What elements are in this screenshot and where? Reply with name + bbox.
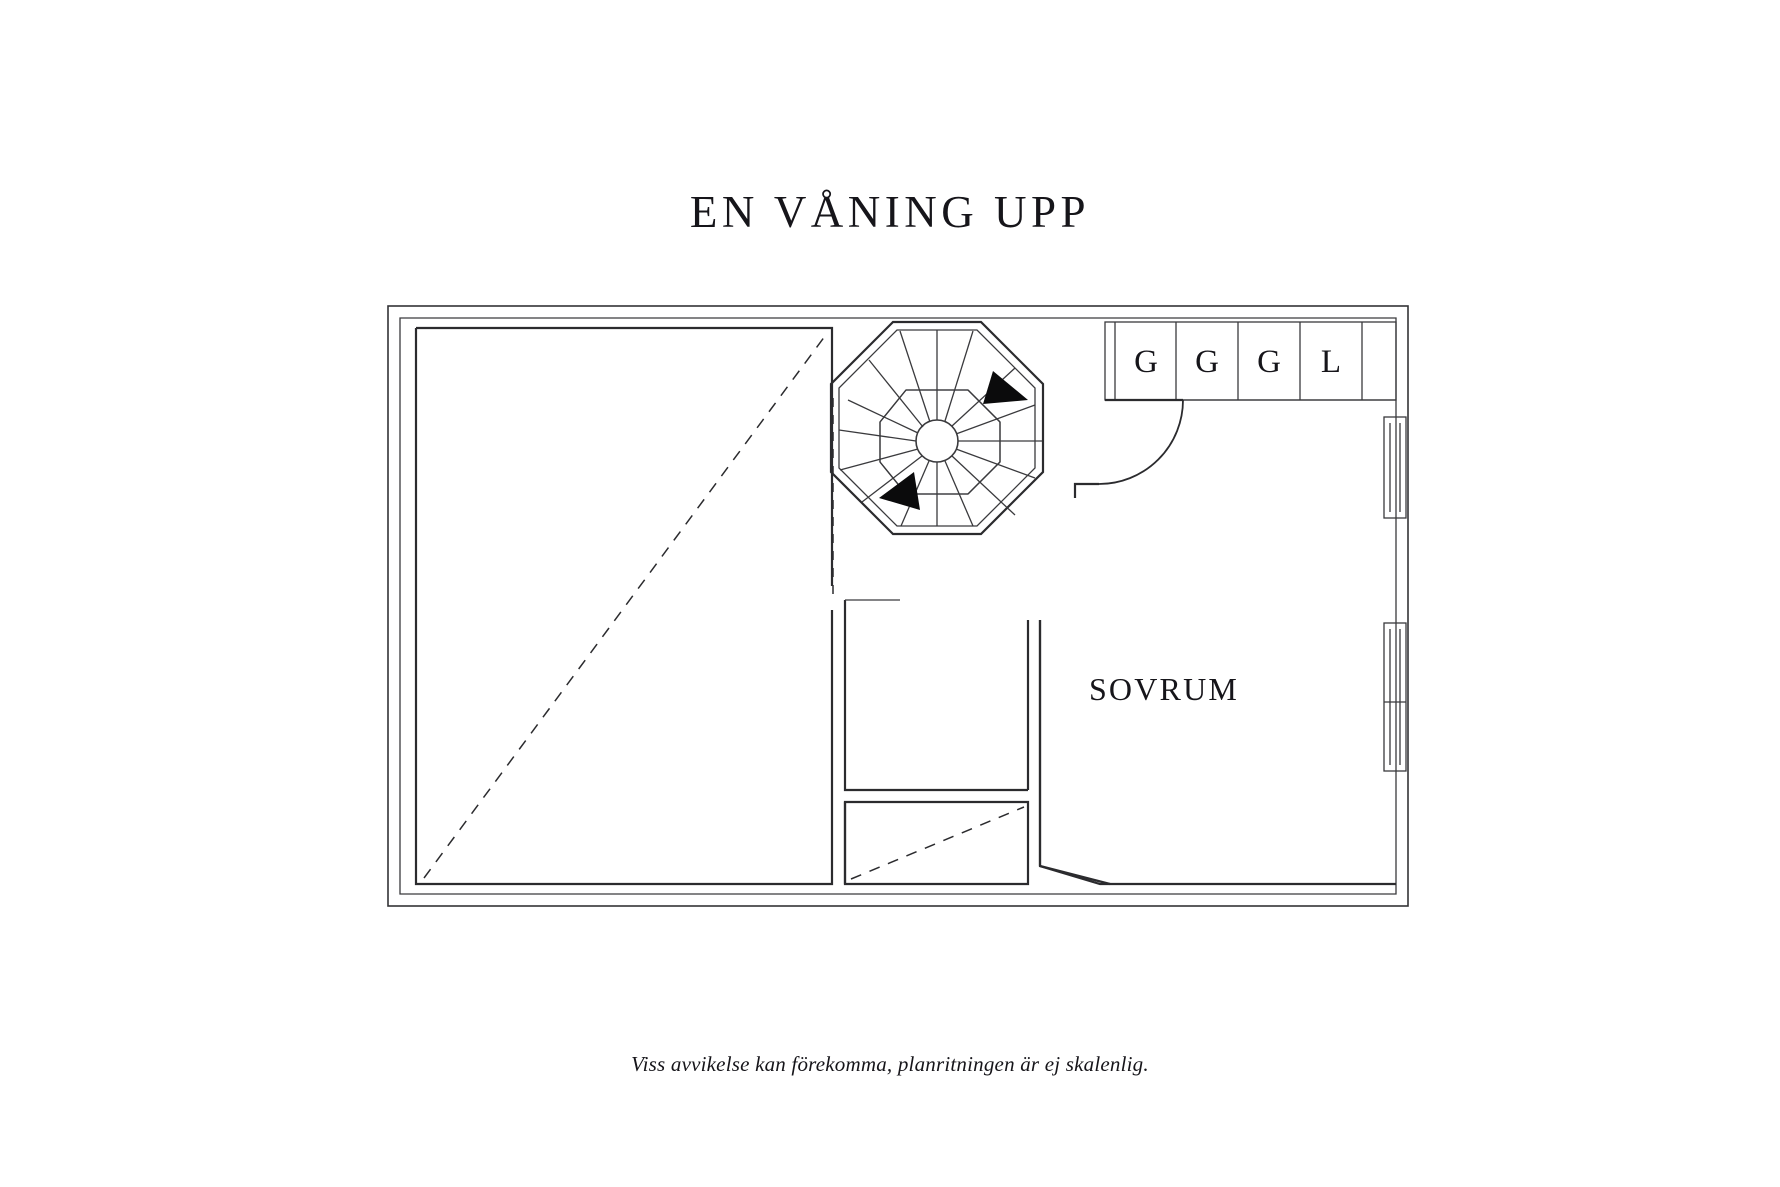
outer-wall — [387, 305, 1409, 907]
closet-cell-label-1: G — [1134, 344, 1158, 380]
closet-run: G G G L — [1104, 321, 1397, 401]
spiral-staircase — [829, 320, 1045, 536]
window-upper-right — [1383, 416, 1407, 519]
mid-lower-room — [843, 800, 1030, 886]
plan-footnote: Viss avvikelse kan förekomma, planritnin… — [631, 1052, 1149, 1076]
closet-cell-label-4: L — [1321, 344, 1341, 380]
page-title: EN VÅNING UPP — [689, 187, 1091, 237]
mid-upper-room — [843, 599, 1030, 792]
closet-cell-label-2: G — [1195, 344, 1219, 380]
left-room — [414, 326, 834, 886]
room-label-sovrum: SOVRUM — [1089, 671, 1239, 707]
roof-slope-dashed-mid — [850, 806, 1025, 880]
stair-direction-arrow-up — [983, 371, 1028, 404]
door-sovrum — [1073, 398, 1184, 498]
window-lower-right — [1383, 622, 1407, 772]
roof-slope-dashed-left — [423, 331, 829, 879]
door-swing-arc — [1098, 399, 1184, 485]
sovrum-room: SOVRUM — [1038, 399, 1396, 886]
stair-direction-arrow-down — [879, 472, 920, 510]
closet-cell-label-3: G — [1257, 344, 1281, 380]
